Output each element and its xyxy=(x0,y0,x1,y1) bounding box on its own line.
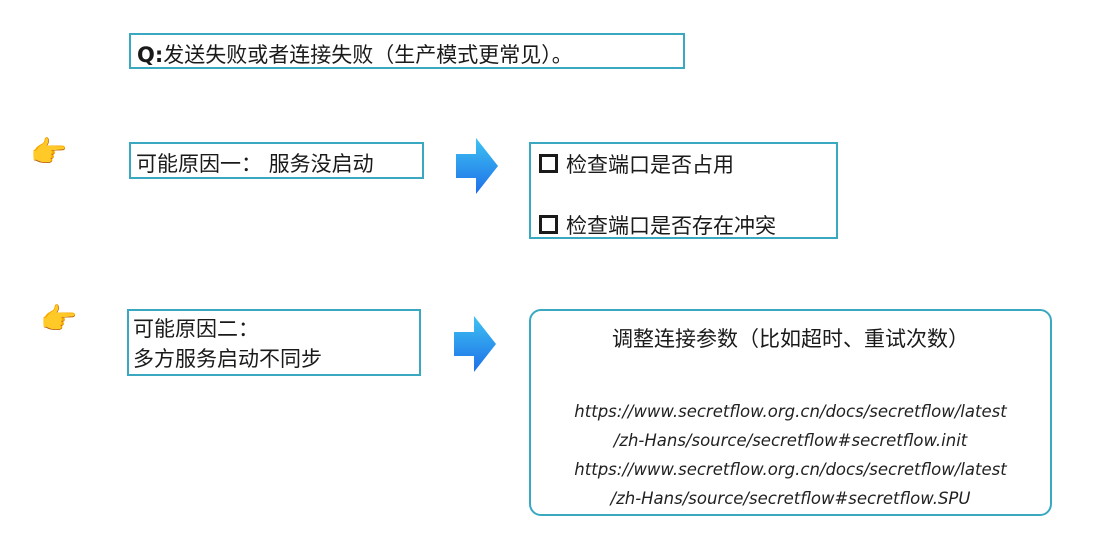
checkbox-square-icon xyxy=(539,154,558,173)
solution-2-box: 调整连接参数（比如超时、重试次数） https://www.secretflow… xyxy=(529,309,1052,516)
pointing-hand-icon: 👉 xyxy=(40,302,78,337)
doc-link-line[interactable]: https://www.secretflow.org.cn/docs/secre… xyxy=(574,402,1007,421)
solution-item-text: 检查端口是否占用 xyxy=(566,152,734,177)
doc-link-line[interactable]: /zh-Hans/source/secretflow#secretflow.SP… xyxy=(610,489,971,508)
solution-1-box: 检查端口是否占用 检查端口是否存在冲突 xyxy=(529,142,838,239)
doc-link-line[interactable]: /zh-Hans/source/secretflow#secretflow.in… xyxy=(613,431,968,450)
question-text: 发送失败或者连接失败（生产模式更常见）。 xyxy=(163,43,573,67)
question-box: Q:发送失败或者连接失败（生产模式更常见）。 xyxy=(129,33,685,69)
cause-2-line-2: 多方服务启动不同步 xyxy=(133,347,322,371)
right-arrow-icon xyxy=(454,316,496,372)
cause-1-text: 可能原因一： 服务没启动 xyxy=(136,152,374,176)
cause-1-box: 可能原因一： 服务没启动 xyxy=(129,142,424,179)
solution-item: 检查端口是否占用 xyxy=(539,148,836,179)
solution-2-title: 调整连接参数（比如超时、重试次数） xyxy=(612,327,969,351)
right-arrow-icon xyxy=(456,138,498,194)
cause-2-box: 可能原因二： 多方服务启动不同步 xyxy=(127,309,421,376)
doc-links: https://www.secretflow.org.cn/docs/secre… xyxy=(531,397,1050,513)
checkbox-square-icon xyxy=(539,215,558,234)
solution-item: 检查端口是否存在冲突 xyxy=(539,209,836,240)
doc-link-line[interactable]: https://www.secretflow.org.cn/docs/secre… xyxy=(574,460,1007,479)
cause-2-line-1: 可能原因二： xyxy=(133,317,259,341)
question-label: Q: xyxy=(137,43,164,67)
solution-item-text: 检查端口是否存在冲突 xyxy=(566,213,776,238)
pointing-hand-icon: 👉 xyxy=(30,135,68,170)
